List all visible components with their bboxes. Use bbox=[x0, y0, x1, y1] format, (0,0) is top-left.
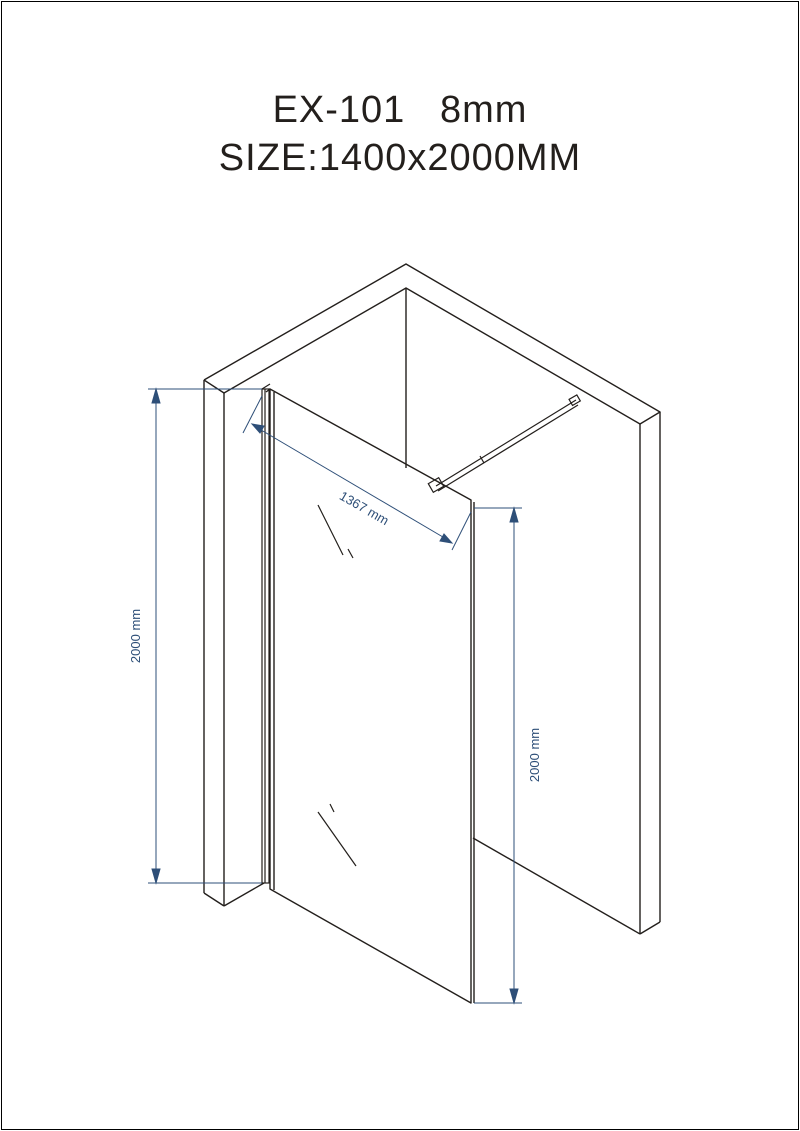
reflection-mark-top-long bbox=[317, 504, 344, 556]
width-dim-extension-left bbox=[242, 395, 263, 434]
left-height-label: 2000 mm bbox=[128, 609, 143, 663]
width-dim-arrow-left bbox=[250, 423, 265, 434]
left-height-dimension bbox=[148, 387, 262, 885]
title-block: EX-101 8mm SIZE:1400x2000MM bbox=[0, 86, 800, 182]
glass-panel bbox=[265, 388, 475, 1004]
right-height-label: 2000 mm bbox=[527, 728, 542, 782]
size-title: SIZE:1400x2000MM bbox=[218, 137, 582, 179]
reflection-mark-top-short bbox=[347, 548, 354, 559]
stabiliser-bar-lower bbox=[437, 404, 579, 492]
width-dim-arrow-right bbox=[439, 533, 454, 544]
left-wall-top-edge bbox=[203, 379, 225, 394]
left-wall-base bbox=[223, 882, 265, 907]
left-dim-arrow-top bbox=[151, 387, 161, 404]
glass-width-label: 1367 mm bbox=[337, 488, 391, 528]
right-wall-bottom-edge bbox=[639, 921, 661, 935]
right-dim-arrow-bottom bbox=[509, 988, 519, 1005]
wall-top-edge bbox=[203, 263, 661, 425]
wall-top-inner-edge bbox=[223, 287, 641, 425]
stabiliser-glass-clamp bbox=[427, 476, 445, 494]
stabiliser-wall-bracket bbox=[568, 394, 582, 407]
reflection-mark-bottom-short bbox=[329, 803, 335, 813]
left-wall-bottom-edge bbox=[203, 892, 225, 907]
model-title: EX-101 8mm bbox=[272, 89, 528, 131]
stabiliser-bar-upper bbox=[435, 399, 577, 487]
right-dim-arrow-top bbox=[509, 506, 519, 523]
glass-width-dimension bbox=[242, 395, 472, 551]
width-dim-extension-right bbox=[451, 511, 472, 551]
right-height-dimension bbox=[474, 506, 522, 1005]
wall-profile-cap bbox=[261, 383, 271, 390]
stabiliser-joint bbox=[479, 455, 485, 464]
stabiliser-bar bbox=[427, 394, 582, 494]
wall-profile bbox=[261, 383, 271, 884]
reflection-mark-bottom-long bbox=[317, 811, 357, 867]
width-dim-line bbox=[255, 426, 449, 541]
right-wall-base bbox=[472, 837, 641, 935]
left-dim-arrow-bottom bbox=[151, 868, 161, 885]
glass-thickness-top bbox=[265, 388, 271, 393]
glass-reflection-marks bbox=[317, 504, 357, 867]
wall-outline bbox=[203, 263, 661, 935]
glass-panel-outline bbox=[269, 388, 472, 1004]
